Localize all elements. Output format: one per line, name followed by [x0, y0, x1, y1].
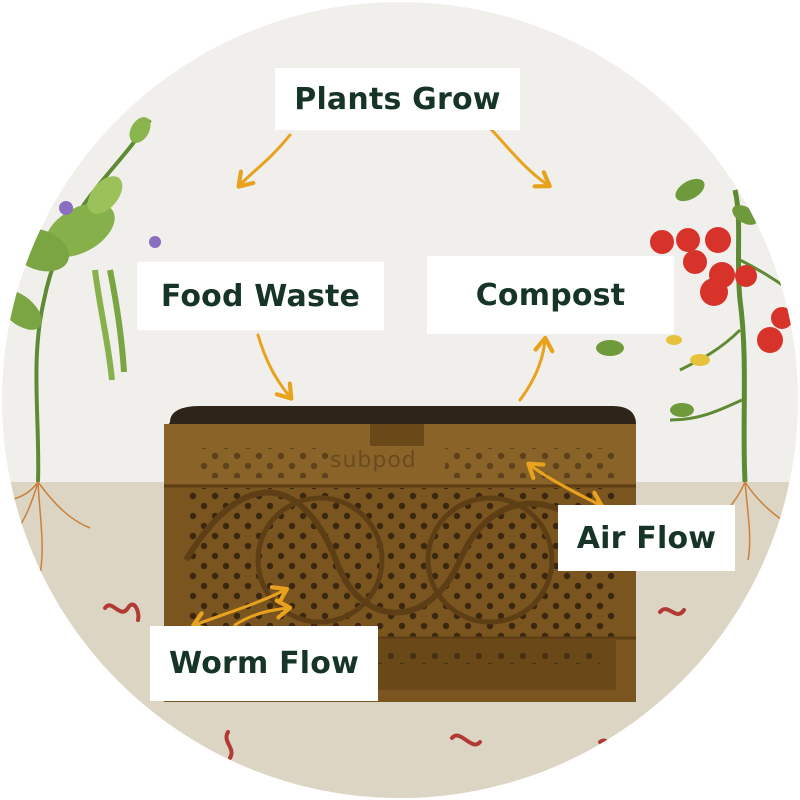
arrow-air-flow — [526, 461, 604, 510]
tomato-plant-illustration — [596, 178, 798, 561]
flow-arrows — [190, 126, 604, 632]
arrow-worm-flow — [190, 585, 289, 632]
arrow-bin-to-compost — [518, 335, 555, 402]
label-plants-grow: Plants Grow — [275, 68, 520, 130]
label-worm-flow: Worm Flow — [150, 626, 378, 701]
bin-brand-logo: subpod — [330, 448, 417, 473]
label-air-flow: Air Flow — [558, 505, 735, 571]
label-compost: Compost — [427, 256, 674, 334]
arrow-plants-to-food — [236, 133, 292, 189]
arrow-plants-to-compost — [488, 126, 552, 189]
tomato — [650, 230, 674, 254]
label-food-waste: Food Waste — [137, 262, 384, 330]
arrow-food-to-bin — [256, 333, 294, 401]
